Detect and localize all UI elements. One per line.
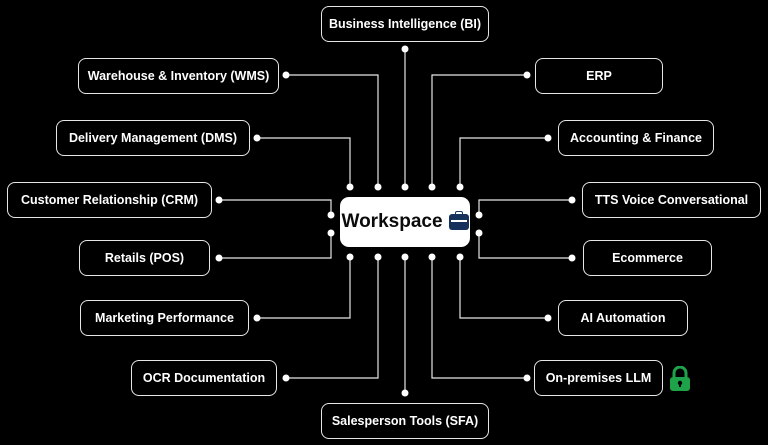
node-business-intelligence[interactable]: Business Intelligence (BI) [321,6,489,42]
node-marketing-performance[interactable]: Marketing Performance [80,300,249,336]
briefcase-icon [448,211,469,230]
dot-llm [523,374,531,382]
dot-marketing [253,314,261,322]
node-erp[interactable]: ERP [535,58,663,94]
dot-crm [215,196,223,204]
node-label: Ecommerce [612,251,683,265]
line-accounting [459,137,548,187]
node-label: TTS Voice Conversational [594,193,749,207]
node-label: Business Intelligence (BI) [328,17,482,31]
line-llm [431,257,527,379]
node-customer-relationship[interactable]: Customer Relationship (CRM) [7,182,212,218]
dot-accounting [544,134,552,142]
dot-pos [215,254,223,262]
dot-erp [523,71,531,79]
node-label: Salesperson Tools (SFA) [331,414,479,428]
dot-tts [568,196,576,204]
dot-bi [401,45,409,53]
lock-icon [670,366,690,391]
workspace-hub[interactable]: Workspace [340,197,470,247]
line-ai [459,257,548,319]
node-warehouse-inventory[interactable]: Warehouse & Inventory (WMS) [78,58,279,94]
line-ecommerce [478,233,572,259]
node-on-premises-llm[interactable]: On-premises LLM [534,360,663,396]
node-label: Delivery Management (DMS) [68,131,238,145]
node-label: Marketing Performance [95,311,234,325]
node-label: AI Automation [580,311,666,325]
node-label: Customer Relationship (CRM) [20,193,199,207]
line-marketing [257,257,351,319]
node-ai-automation[interactable]: AI Automation [558,300,688,336]
line-tts [478,199,572,215]
node-tts-voice[interactable]: TTS Voice Conversational [582,182,761,218]
node-label: Warehouse & Inventory (WMS) [87,69,270,83]
node-label: OCR Documentation [142,371,266,385]
node-ecommerce[interactable]: Ecommerce [583,240,712,276]
dot-sfa [401,389,409,397]
node-salesperson-tools[interactable]: Salesperson Tools (SFA) [321,403,489,439]
line-crm [219,199,332,215]
dot-ai [544,314,552,322]
line-ocr [286,257,379,379]
node-accounting-finance[interactable]: Accounting & Finance [558,120,714,156]
workspace-label: Workspace [341,211,443,232]
node-ocr-documentation[interactable]: OCR Documentation [131,360,277,396]
node-retails-pos[interactable]: Retails (POS) [79,240,210,276]
line-wms [286,74,379,187]
dot-dms [253,134,261,142]
dot-ocr [282,374,290,382]
line-pos [219,233,332,259]
dot-wms [282,71,290,79]
node-label: ERP [586,69,612,83]
node-label: Accounting & Finance [570,131,702,145]
node-label: Retails (POS) [104,251,185,265]
line-erp [431,74,527,187]
line-dms [257,137,351,187]
node-delivery-management[interactable]: Delivery Management (DMS) [56,120,250,156]
node-label: On-premises LLM [545,371,652,385]
dot-ecommerce [568,254,576,262]
